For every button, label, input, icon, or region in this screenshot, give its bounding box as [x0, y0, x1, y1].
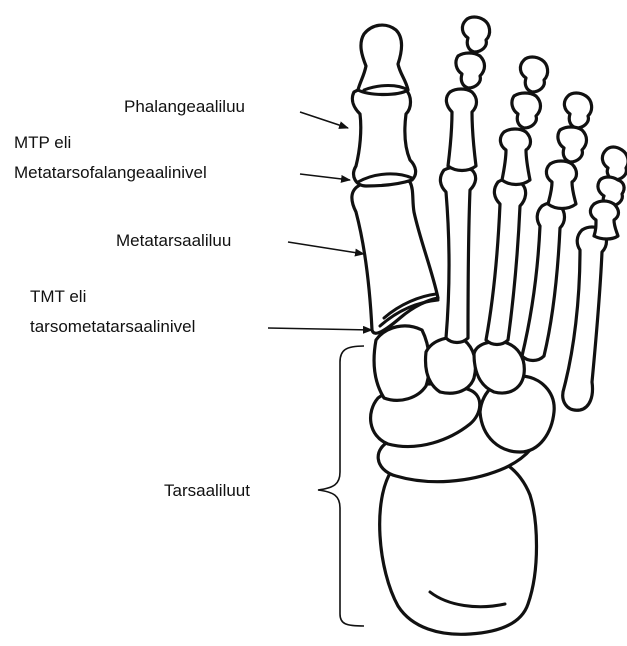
hallux-distal-phalanx — [358, 25, 408, 94]
tmt-arrow — [268, 328, 372, 330]
phalanges-label: Phalangeaaliluu — [124, 96, 245, 118]
mtp-arrow — [300, 174, 350, 180]
phalanges-arrow — [300, 112, 348, 128]
metatarsal-arrow — [288, 242, 364, 254]
mtp-label-line1: MTP eli — [14, 132, 71, 154]
toe-2-middle-phalanx — [456, 53, 485, 88]
tmt-label-line1: TMT eli — [30, 286, 86, 308]
tmt-label-line2: tarsometatarsaalinivel — [30, 316, 195, 338]
label-arrows — [268, 112, 372, 330]
tarsal-bones — [371, 326, 555, 634]
toe-2-distal-phalanx — [462, 17, 489, 52]
mtp-label-line2: Metatarsofalangeaalinivel — [14, 162, 207, 184]
metatarsal-label: Metatarsaaliluu — [116, 230, 231, 252]
toe-5-proximal-phalanx — [590, 201, 618, 239]
metatarsal-2-bone — [440, 167, 475, 343]
tarsals-bracket — [318, 346, 364, 626]
toe-3-distal-phalanx — [520, 57, 547, 92]
toe-4-proximal-phalanx — [546, 161, 576, 209]
metatarsal-4-bone — [522, 203, 565, 361]
toe-4-distal-phalanx — [564, 93, 591, 128]
toe-2-proximal-phalanx — [446, 89, 476, 171]
medial-cuneiform-bone — [374, 326, 429, 400]
metatarsal-5-bone — [563, 227, 607, 410]
lateral-cuneiform-bone — [474, 342, 524, 394]
tarsals-label: Tarsaaliluut — [164, 480, 250, 502]
intermediate-cuneiform-bone — [426, 338, 476, 394]
toe-3-middle-phalanx — [512, 93, 541, 128]
toe-5-distal-phalanx — [602, 147, 627, 180]
toe-4-middle-phalanx — [558, 127, 587, 162]
hallux-proximal-phalanx — [352, 86, 415, 186]
metatarsal-3-bone — [486, 179, 526, 344]
toe-3-proximal-phalanx — [500, 129, 530, 185]
